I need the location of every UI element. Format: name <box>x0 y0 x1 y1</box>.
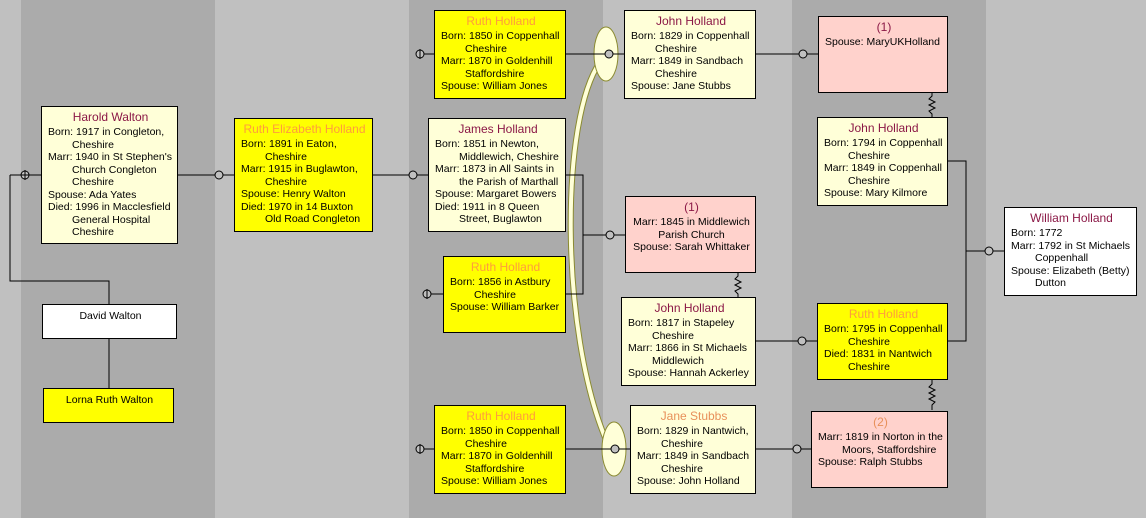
person-detail: Born: 1891 in Eaton, Cheshire <box>241 138 337 163</box>
person-box-m2[interactable]: (2) Marr: 1819 in Norton in the Moors, St… <box>811 411 948 488</box>
duplicate-link-fill <box>568 60 608 441</box>
person-detail: Spouse: Ada Yates <box>48 188 137 201</box>
person-detail: Marr: 1849 in Sandbach Cheshire <box>631 55 744 80</box>
person-name: (1) <box>876 20 892 34</box>
person-detail: Spouse: Henry Walton <box>241 188 346 200</box>
person-name: William Holland <box>1030 211 1113 225</box>
person-detail: Born: 1772 <box>1011 227 1063 239</box>
person-detail: Born: 1850 in Coppenhall Cheshire <box>441 30 560 55</box>
person-detail: Spouse: Elizabeth (Betty) Dutton <box>1011 264 1130 290</box>
marriage-node-icon <box>792 444 802 454</box>
generation-band <box>21 0 215 518</box>
person-detail: Died: 1911 in 8 Queen Street, Buglawton <box>435 200 542 226</box>
person-detail: Marr: 1940 in St Stephen's Church Congle… <box>48 151 172 188</box>
person-detail: Marr: 1849 in Sandbach Cheshire <box>637 450 750 475</box>
person-detail: Spouse: William Jones <box>441 80 548 92</box>
person-box-m1mid[interactable]: (1) Marr: 1845 in Middlewich Parish Churc… <box>625 196 756 273</box>
person-detail: Born: 1794 in Coppenhall Cheshire <box>824 137 943 162</box>
marriage-node-icon <box>408 170 418 180</box>
person-name: Ruth Holland <box>466 409 536 423</box>
marriage-node-icon <box>797 336 807 346</box>
person-detail: Spouse: Jane Stubbs <box>631 80 731 92</box>
person-name: John Holland <box>848 121 919 135</box>
person-detail: Spouse: Mary Kilmore <box>824 187 928 199</box>
person-detail: Marr: 1792 in St Michaels Coppenhall <box>1011 239 1131 265</box>
person-name: Ruth Elizabeth Holland <box>243 122 366 136</box>
person-detail: Marr: 1915 in Buglawton, Cheshire <box>241 163 358 188</box>
person-detail: Died: 1831 in Nantwich Cheshire <box>824 348 932 373</box>
person-name: James Holland <box>458 122 538 136</box>
person-detail: Marr: 1870 in Goldenhill Staffordshire <box>441 450 553 475</box>
person-box-m1top[interactable]: (1) Spouse: MaryUKHolland <box>818 16 948 93</box>
person-box-david[interactable]: David Walton <box>42 304 177 339</box>
person-detail: Spouse: Margaret Bowers <box>435 188 557 200</box>
marriage-node-icon <box>984 246 994 256</box>
person-detail: Spouse: John Holland <box>637 475 740 487</box>
marriage-node-icon <box>214 170 224 180</box>
person-detail: Spouse: William Jones <box>441 475 548 487</box>
person-detail: Died: 1970 in 14 Buxton Old Road Conglet… <box>241 200 361 226</box>
person-detail: Spouse: Hannah Ackerley <box>628 367 749 379</box>
person-name: Ruth Holland <box>848 307 919 321</box>
person-name: Ruth Holland <box>466 14 536 28</box>
person-detail: Spouse: William Barker <box>450 301 560 313</box>
person-detail: Spouse: MaryUKHolland <box>825 36 940 48</box>
marriage-node-icon <box>604 49 614 59</box>
person-detail: Marr: 1870 in Goldenhill Staffordshire <box>441 55 553 80</box>
person-detail: Marr: 1873 in All Saints in the Parish o… <box>435 163 559 188</box>
person-name: Harold Walton <box>72 110 149 124</box>
person-detail: Born: 1795 in Coppenhall Cheshire <box>824 323 943 348</box>
person-detail: Born: 1856 in Astbury Cheshire <box>450 276 551 301</box>
person-detail: Marr: 1849 in Coppenhall Cheshire <box>824 162 942 187</box>
person-name: Ruth Holland <box>470 260 541 274</box>
person-name: (2) <box>873 415 888 429</box>
marriage-node-icon <box>610 444 620 454</box>
person-detail: Born: 1817 in Stapeley Cheshire <box>628 317 735 342</box>
person-box-lorna[interactable]: Lorna Ruth Walton <box>43 388 174 423</box>
person-detail: Marr: 1866 in St Michaels Middlewich <box>628 342 748 367</box>
generation-band <box>215 0 409 518</box>
marriage-node-icon <box>605 230 615 240</box>
marriage-node-icon <box>798 49 808 59</box>
person-detail: Born: 1829 in Coppenhall Cheshire <box>631 30 750 55</box>
person-name: Lorna Ruth Walton <box>65 394 154 406</box>
person-detail: Marr: 1819 in Norton in the Moors, Staff… <box>818 431 943 456</box>
person-detail: Born: 1917 in Congleton, Cheshire <box>48 126 165 151</box>
person-detail: Born: 1851 in Newton, Middlewich, Cheshi… <box>435 138 559 163</box>
person-detail: Born: 1829 in Nantwich, Cheshire <box>637 425 749 450</box>
person-name: Jane Stubbs <box>660 409 728 423</box>
person-detail: Died: 1996 in Macclesfield General Hospi… <box>48 201 171 238</box>
person-name: (1) <box>684 200 699 214</box>
person-name: John Holland <box>654 301 725 315</box>
person-detail: Marr: 1845 in Middlewich Parish Church <box>633 216 750 241</box>
person-name: David Walton <box>79 310 142 322</box>
person-detail: Spouse: Sarah Whittaker <box>633 241 750 253</box>
person-detail: Born: 1850 in Coppenhall Cheshire <box>441 425 560 450</box>
person-detail: Spouse: Ralph Stubbs <box>818 456 923 468</box>
person-name: John Holland <box>655 14 727 28</box>
